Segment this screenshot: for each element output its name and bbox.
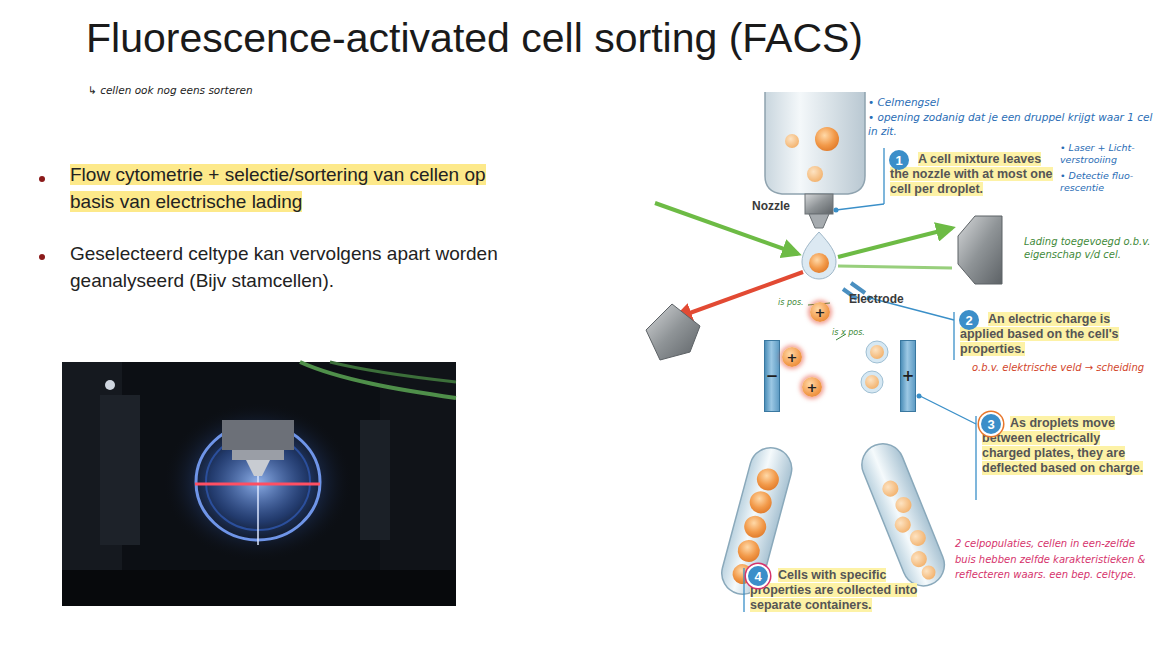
callout-text: An electric charge is applied based on t… <box>960 312 1119 356</box>
bullet-text: Flow cytometrie + selectie/sortering van… <box>70 164 486 212</box>
sorter-photo <box>62 362 456 606</box>
callout-number: 2 <box>959 310 979 330</box>
handwritten-note: • opening zodanig dat je een druppel kri… <box>868 111 1158 138</box>
callout-text-frame: Cells with specific properties are colle… <box>750 568 922 613</box>
handwritten-note: • Detectie fluo-rescentie <box>1060 170 1164 195</box>
handwritten-note: is pos. <box>778 298 804 308</box>
callout-number: 4 <box>748 566 768 586</box>
handwritten-note: 2 celpopulaties, cellen in een-zelfde bu… <box>955 536 1155 583</box>
bullet-dot <box>39 176 45 182</box>
charged-droplet: + <box>802 377 822 397</box>
deflection-plate-text: + <box>902 367 915 385</box>
laser-beams <box>646 203 1002 360</box>
callout-number: 1 <box>889 150 909 170</box>
callout-text: A cell mixture leaves the nozzle with at… <box>890 152 1053 196</box>
callout-text: As droplets move between electrically ch… <box>982 416 1143 475</box>
charged-droplet-text: + <box>815 305 826 320</box>
deflection-plate: + <box>900 340 916 412</box>
callout-number-text: 4 <box>754 569 761 584</box>
callout-number: 3 <box>981 414 1001 434</box>
charged-droplet: + <box>782 347 802 367</box>
part-label: Nozzle <box>752 199 790 213</box>
deflection-plate-text: − <box>766 367 779 385</box>
handwritten-note: • Laser + Licht-verstrooiing <box>1060 142 1164 167</box>
leader-lines <box>744 148 976 612</box>
callout-text: Cells with specific properties are colle… <box>750 568 917 612</box>
callout-number-text: 2 <box>965 313 972 328</box>
bullet-text-frame: Flow cytometrie + selectie/sortering van… <box>70 162 502 215</box>
deflection-plate: − <box>764 340 780 412</box>
handwritten-note: Lading toegevoegd o.b.v. eigenschap v/d … <box>1024 235 1152 261</box>
handwritten-note: ↳ cellen ook nog eens sorteren <box>88 84 253 98</box>
callout-text-frame: A cell mixture leaves the nozzle with at… <box>890 152 1062 197</box>
handwritten-note: is x pos. <box>832 328 865 338</box>
handwritten-note: o.b.v. elektrische veld → scheiding <box>972 361 1144 374</box>
slide-title: Fluorescence-activated cell sorting (FAC… <box>86 16 863 61</box>
nozzle-vial <box>765 92 865 279</box>
callout-number-text: 3 <box>987 417 994 432</box>
handwritten-note: • Celmengsel <box>868 96 939 110</box>
uncharged-droplets <box>861 341 888 393</box>
bullet-dot <box>39 254 45 260</box>
charged-droplet-text: + <box>807 380 818 395</box>
leader-dots <box>834 208 922 399</box>
charged-droplet-text: + <box>787 350 798 365</box>
callout-text-frame: As droplets move between electrically ch… <box>982 416 1150 476</box>
charged-droplet: + <box>810 302 830 322</box>
callout-number-text: 1 <box>895 153 902 168</box>
callout-text-frame: An electric charge is applied based on t… <box>960 312 1132 357</box>
part-label: Electrode <box>849 292 904 306</box>
bullet-text: Geselecteerd celtype kan vervolgens apar… <box>70 241 510 294</box>
